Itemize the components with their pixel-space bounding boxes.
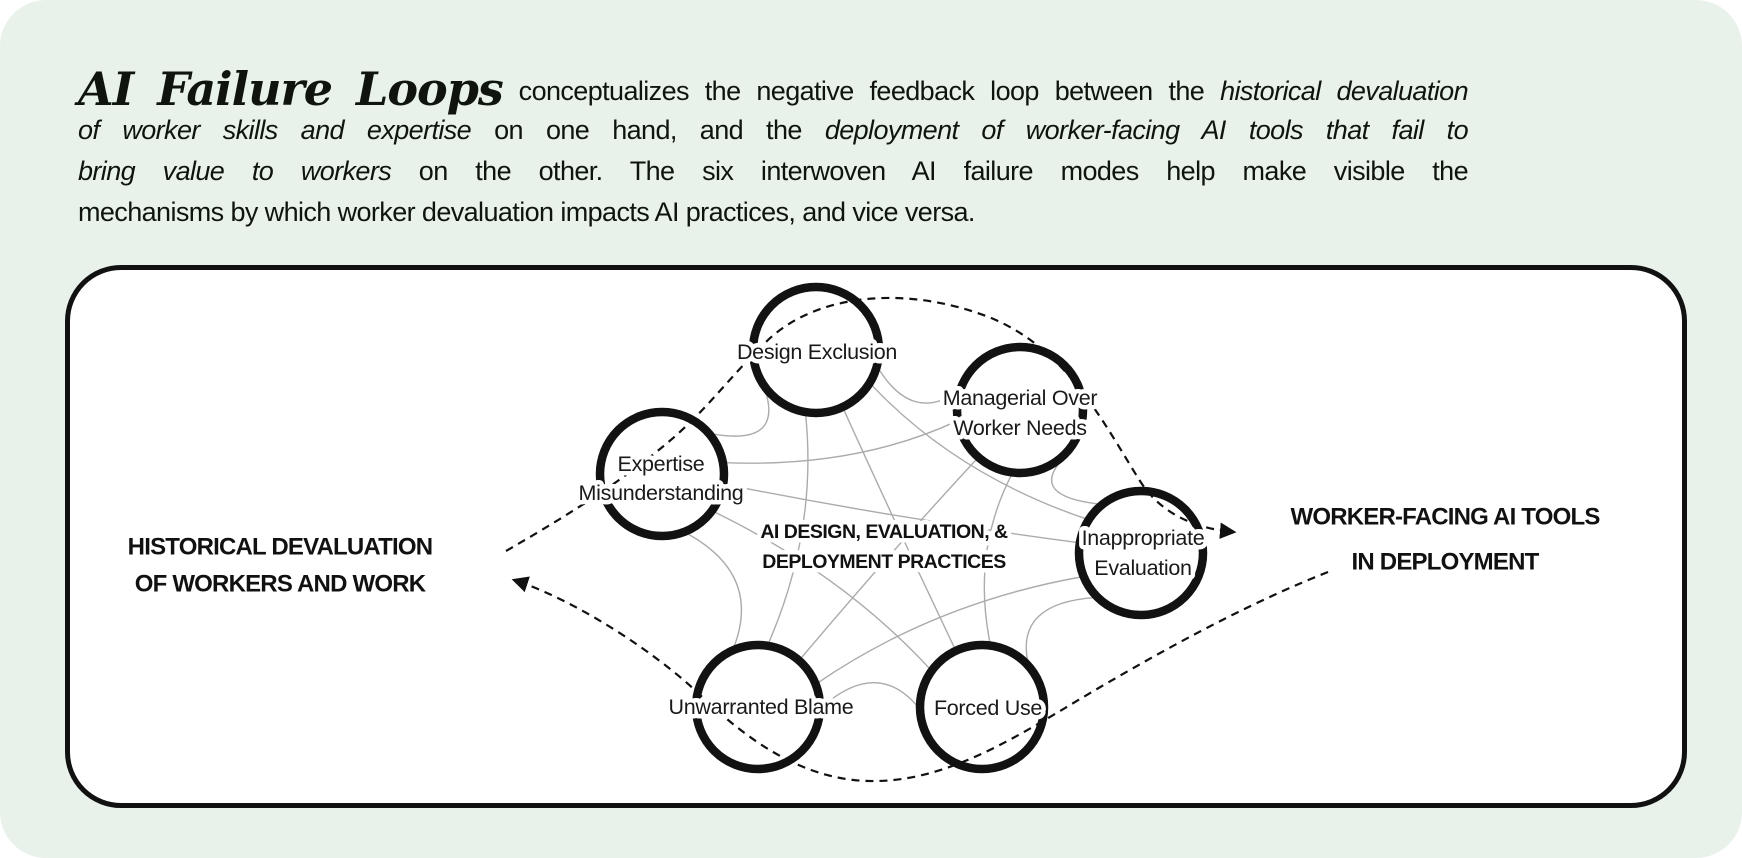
feedback-loop-path-top <box>505 296 1237 552</box>
intro-line: bring value to workers on the other. The… <box>78 151 1469 192</box>
node-label-inappropriate-evaluation: Evaluation <box>1094 556 1191 580</box>
left-historical-devaluation-label: HISTORICAL DEVALUATION <box>128 534 433 561</box>
intro-line: mechanisms by which worker devaluation i… <box>78 192 1468 233</box>
web-line-design-exclusion--unwarranted-blame <box>767 414 809 645</box>
node-label-managerial-over-worker-needs: Worker Needs <box>953 416 1086 440</box>
node-label-expertise-misunderstanding: Misunderstanding <box>579 481 744 505</box>
web-line-inappropriate-evaluation--unwarranted-blame <box>816 576 1082 684</box>
intro-text-segment: deployment of worker-facing AI tools tha… <box>824 115 1469 145</box>
feedback-loop-path-bottom <box>511 570 1329 783</box>
center-practices-label: DEPLOYMENT PRACTICES <box>762 551 1006 573</box>
intro-text-segment: bring value to workers <box>78 156 392 186</box>
web-line-design-exclusion--forced-use <box>842 408 956 650</box>
intro-paragraph: AI Failure Loops conceptualizes the nega… <box>78 66 1469 233</box>
web-line-expertise-misunderstanding--inappropriate-evaluation <box>725 483 1078 544</box>
web-line-design-exclusion--expertise-misunderstanding <box>711 390 770 437</box>
node-label-expertise-misunderstanding: Expertise <box>618 452 705 476</box>
node-circle-design-exclusion <box>748 282 884 418</box>
node-label-managerial-over-worker-needs: Managerial Over <box>943 386 1098 410</box>
web-line-managerial-over-worker-needs--forced-use <box>983 474 1013 644</box>
node-label-forced-use: Forced Use <box>934 696 1042 720</box>
intro-line: of worker skills and expertise on one ha… <box>78 110 1469 151</box>
figure-title: AI Failure Loops <box>78 62 504 116</box>
intro-text-segment: historical devaluation <box>1220 76 1469 106</box>
web-line-expertise-misunderstanding--unwarranted-blame <box>686 532 743 649</box>
node-label-unwarranted-blame: Unwarranted Blame <box>669 695 854 719</box>
center-practices-label: AI DESIGN, EVALUATION, & <box>760 521 1008 543</box>
intro-text-segment: of worker skills and expertise <box>78 115 472 145</box>
web-line-design-exclusion--inappropriate-evaluation <box>870 383 1087 520</box>
intro-line: AI Failure Loops conceptualizes the nega… <box>78 66 1469 112</box>
node-label-design-exclusion: Design Exclusion <box>737 340 897 364</box>
node-label-inappropriate-evaluation: Inappropriate <box>1082 526 1205 550</box>
node-circle-expertise-misunderstanding <box>595 407 729 541</box>
web-line-managerial-over-worker-needs--expertise-misunderstanding <box>724 420 957 464</box>
web-line-managerial-over-worker-needs--inappropriate-evaluation <box>1050 459 1100 505</box>
web-line-design-exclusion--managerial-over-worker-needs <box>877 367 959 404</box>
left-historical-devaluation-label: OF WORKERS AND WORK <box>135 571 427 598</box>
web-line-inappropriate-evaluation--forced-use <box>1025 596 1096 663</box>
node-circle-forced-use <box>915 640 1049 774</box>
right-worker-facing-tools-label: WORKER-FACING AI TOOLS <box>1290 504 1600 531</box>
intro-text-segment: on one hand, and the <box>471 115 825 145</box>
node-circle-inappropriate-evaluation <box>1074 486 1208 620</box>
intro-text-segment: mechanisms by which worker devaluation i… <box>78 197 975 227</box>
right-worker-facing-tools-label: IN DEPLOYMENT <box>1352 549 1540 576</box>
web-line-unwarranted-blame--forced-use <box>821 682 919 708</box>
node-circle-managerial-over-worker-needs <box>952 342 1088 478</box>
node-circle-unwarranted-blame <box>691 640 825 774</box>
web-line-expertise-misunderstanding--forced-use <box>713 511 931 670</box>
intro-text-segment: on the other. The six interwoven AI fail… <box>391 156 1469 186</box>
web-line-managerial-over-worker-needs--unwarranted-blame <box>799 458 978 660</box>
intro-text-segment: conceptualizes the negative feedback loo… <box>502 76 1221 106</box>
